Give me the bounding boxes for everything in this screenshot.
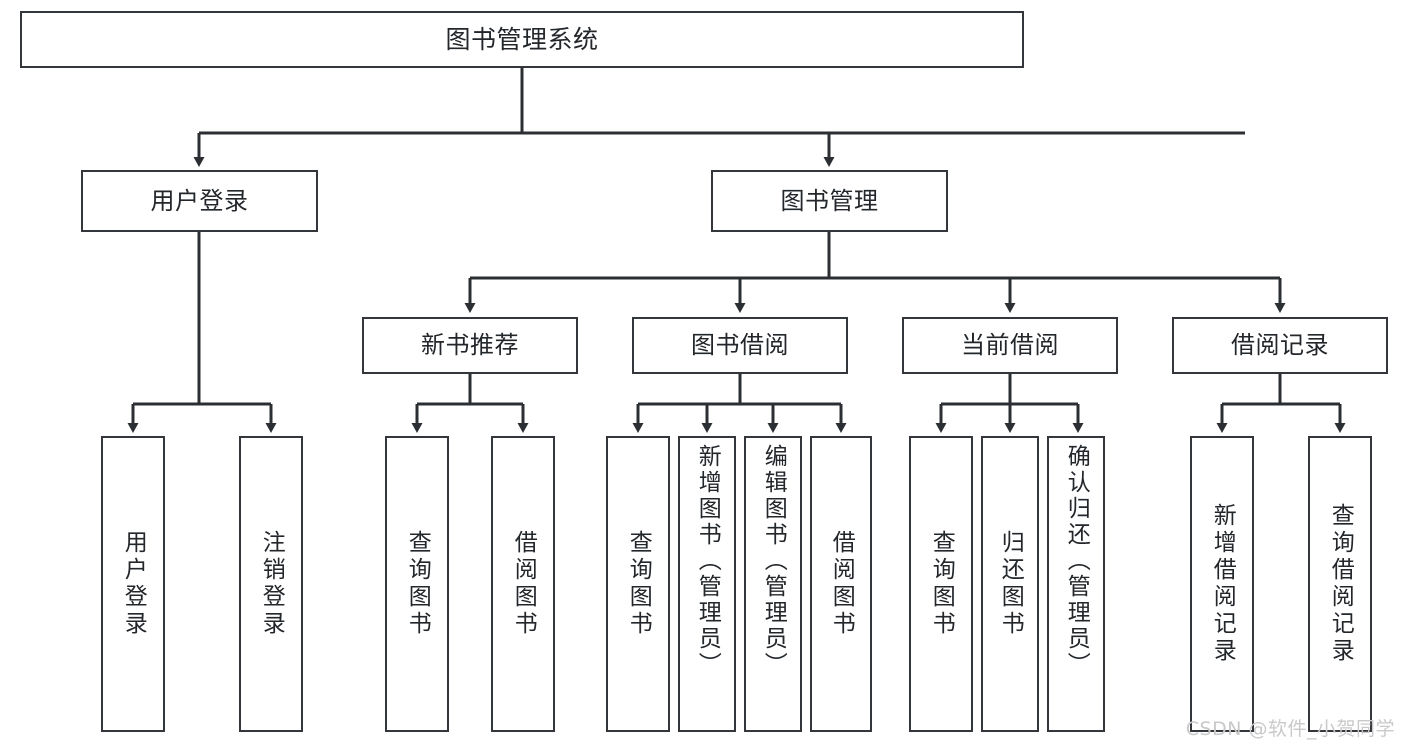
leaf-user-login-logout[interactable]: 注销登录	[239, 436, 303, 732]
node-label: 借阅图书	[510, 530, 537, 638]
node-user-login[interactable]: 用户登录	[81, 170, 318, 232]
node-current-borrow[interactable]: 当前借阅	[902, 317, 1118, 374]
leaf-user-login-login[interactable]: 用户登录	[101, 436, 165, 732]
csdn-watermark: CSDN @软件_小贺同学	[1185, 718, 1395, 740]
leaf-new-book-borrow-book[interactable]: 借阅图书	[491, 436, 555, 732]
leaf-borrow-edit-book-admin[interactable]: 编辑图书（管理员）	[744, 436, 802, 732]
node-label: 借阅图书	[828, 530, 855, 638]
node-label: 新书推荐	[421, 331, 519, 360]
node-label: 查询图书	[928, 530, 955, 638]
node-label: 新增借阅记录	[1209, 503, 1236, 665]
node-label: 查询图书	[404, 530, 431, 638]
node-label: 归还图书	[997, 530, 1024, 638]
leaf-new-book-query-book[interactable]: 查询图书	[385, 436, 449, 732]
node-label: 确认归还（管理员）	[1063, 444, 1090, 678]
node-label: 图书借阅	[691, 331, 789, 360]
node-label: 借阅记录	[1231, 331, 1329, 360]
node-new-book-recommend[interactable]: 新书推荐	[362, 317, 578, 374]
leaf-borrow-query-book[interactable]: 查询图书	[606, 436, 670, 732]
node-book-management[interactable]: 图书管理	[711, 170, 948, 232]
node-label: 查询借阅记录	[1327, 503, 1354, 665]
leaf-current-confirm-return-admin[interactable]: 确认归还（管理员）	[1047, 436, 1105, 732]
node-label: 用户登录	[120, 530, 147, 638]
node-root-system[interactable]: 图书管理系统	[20, 11, 1024, 68]
leaf-record-query-record[interactable]: 查询借阅记录	[1308, 436, 1372, 732]
leaf-borrow-add-book-admin[interactable]: 新增图书（管理员）	[678, 436, 736, 732]
node-label: 注销登录	[258, 530, 285, 638]
node-label: 用户登录	[150, 186, 249, 215]
leaf-record-add-record[interactable]: 新增借阅记录	[1190, 436, 1254, 732]
node-label: 编辑图书（管理员）	[760, 444, 787, 678]
node-label: 当前借阅	[961, 331, 1059, 360]
leaf-current-query-book[interactable]: 查询图书	[909, 436, 973, 732]
node-borrow-record[interactable]: 借阅记录	[1172, 317, 1388, 374]
node-label: 新增图书（管理员）	[694, 444, 721, 678]
node-label: 图书管理	[780, 186, 879, 215]
leaf-current-return-book[interactable]: 归还图书	[981, 436, 1039, 732]
node-label: 查询图书	[625, 530, 652, 638]
node-book-borrow[interactable]: 图书借阅	[632, 317, 848, 374]
leaf-borrow-borrow-book[interactable]: 借阅图书	[810, 436, 872, 732]
node-label: 图书管理系统	[445, 24, 599, 54]
